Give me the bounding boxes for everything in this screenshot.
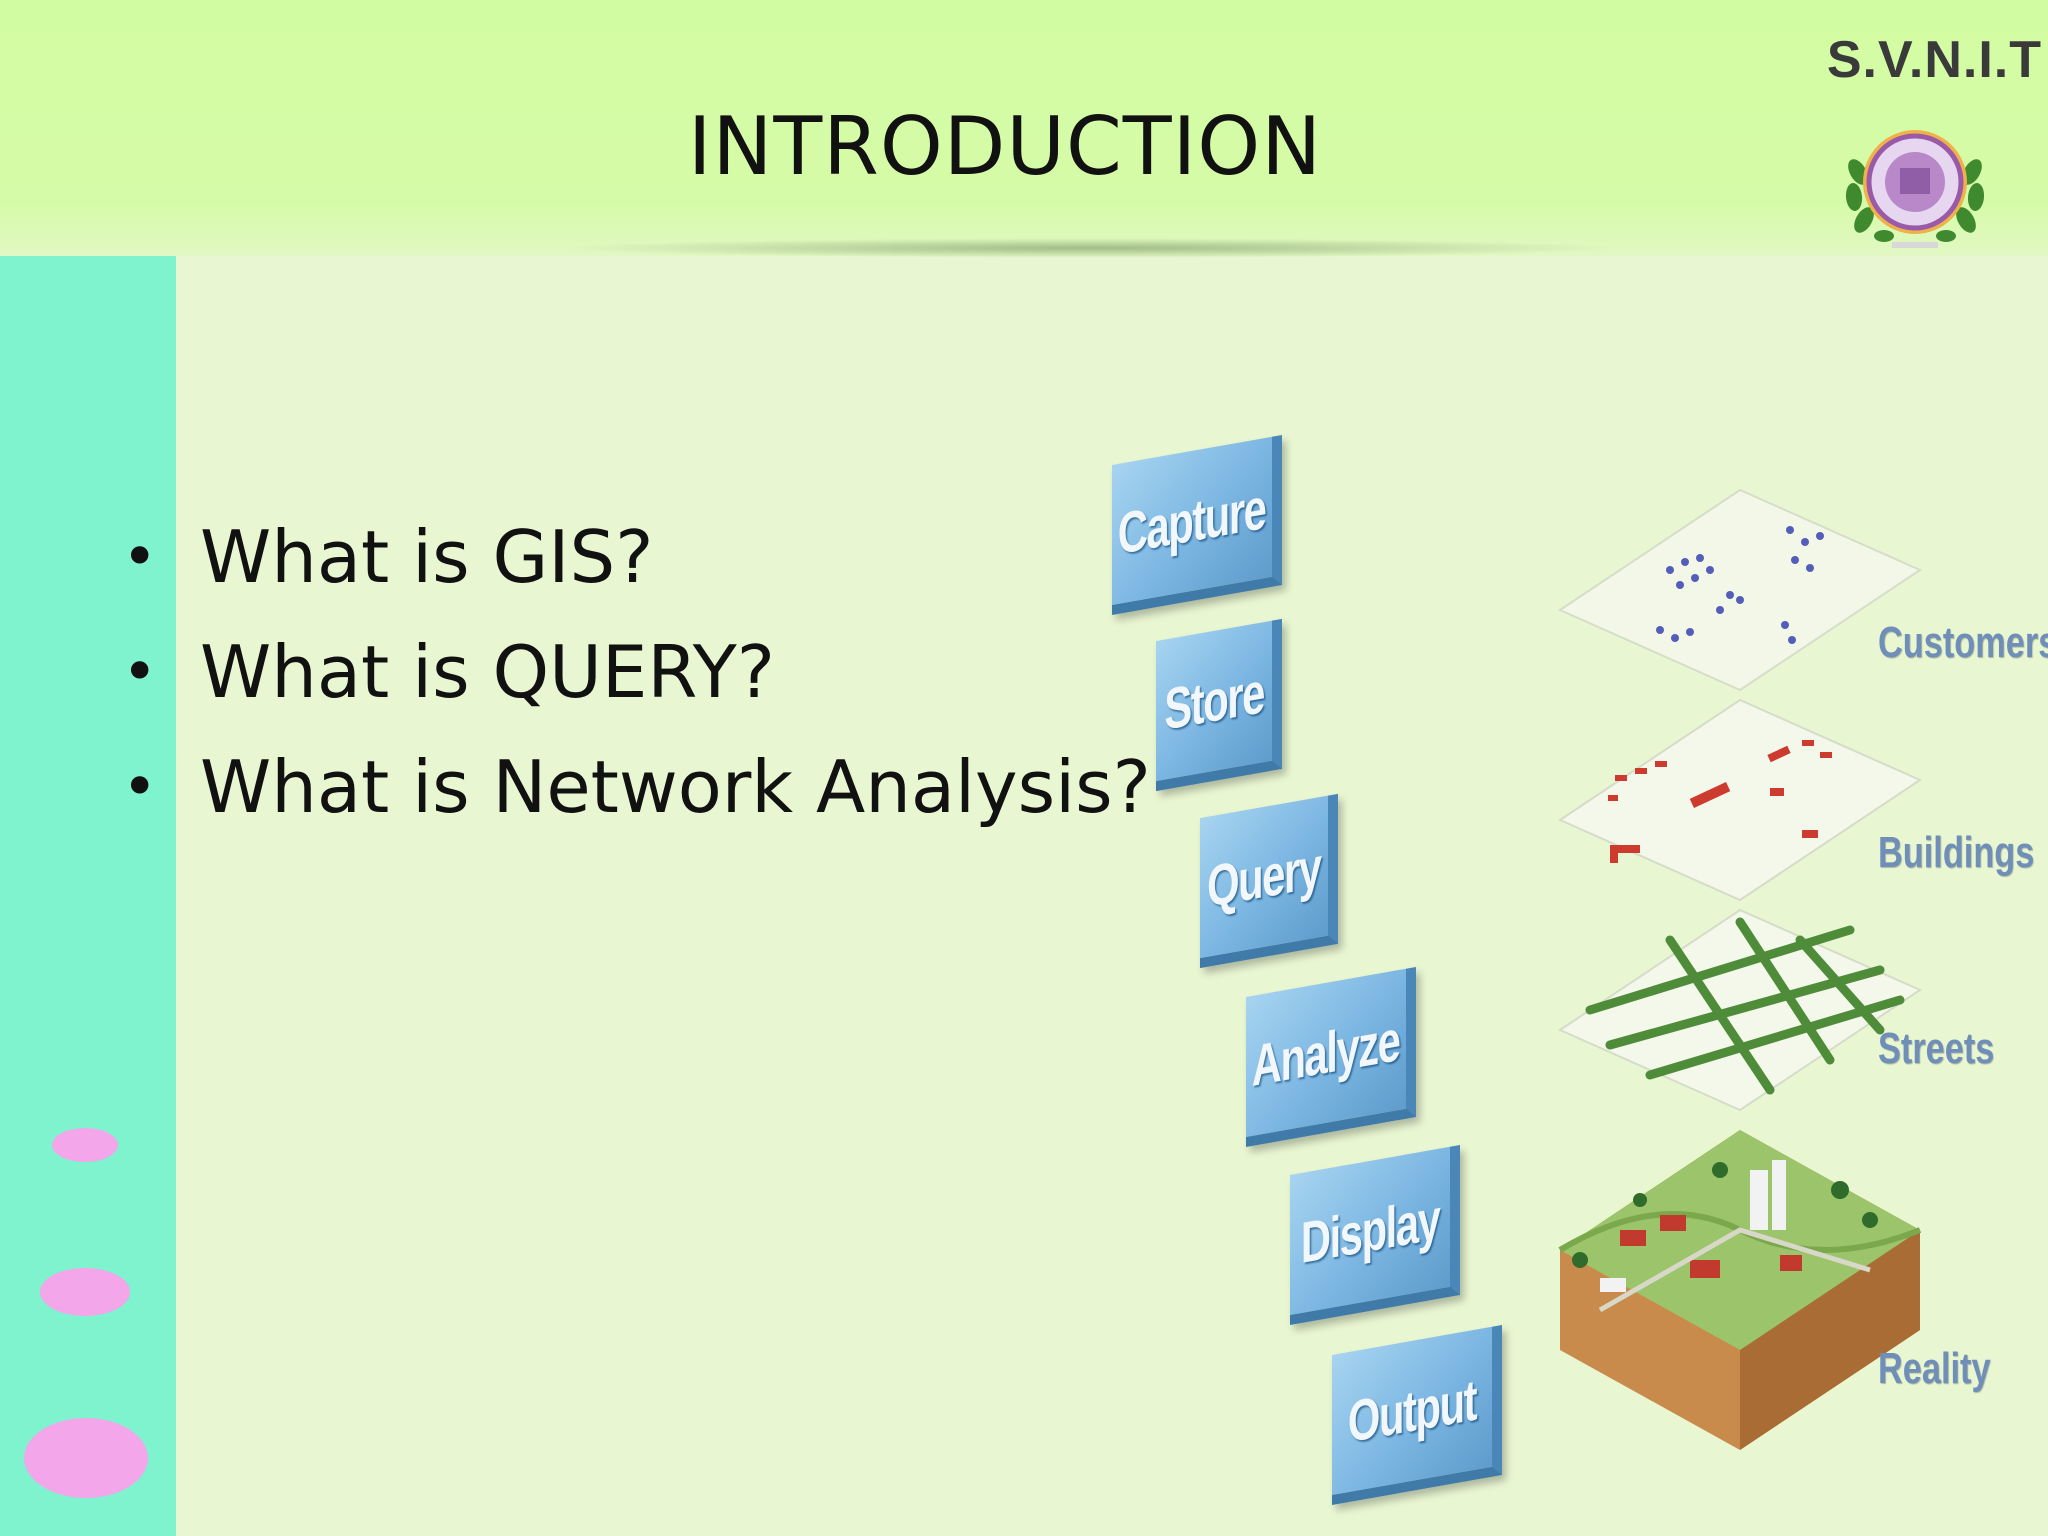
bullet-item-query: • What is QUERY? [120,615,1151,730]
step-box-capture: Capture [1112,435,1282,615]
bullet-marker: • [122,637,158,707]
bullet-marker: • [122,522,158,592]
step-box-display: Display [1290,1145,1460,1325]
org-name: S.V.N.I.T [1826,31,2042,89]
bullet-item-network-analysis: • What is Network Analysis? [120,730,1151,845]
layer-label-customers: Customers [1878,618,2048,667]
step-label: Query [1207,834,1321,920]
reality-terrain [1558,1130,1922,1450]
step-box-analyze: Analyze [1246,967,1416,1147]
step-label: Analyze [1252,1007,1400,1099]
header-band [0,0,2048,256]
step-label: Capture [1118,475,1266,567]
customers-layer [1557,488,1923,692]
bullet-text: What is GIS? [200,515,654,599]
step-box-store: Store [1156,618,1282,792]
slide-title: INTRODUCTION [687,100,1323,193]
step-label: Display [1300,1186,1440,1276]
step-label: Output [1347,1367,1477,1455]
layer-label-reality: Reality [1878,1344,1991,1393]
bullet-text: What is QUERY? [200,630,775,714]
sidebar-dot-large [24,1418,148,1498]
bullet-list: • What is GIS? • What is QUERY? • What is N… [120,500,1151,845]
gis-layers-illustration [1557,488,1923,1450]
bullet-item-gis: • What is GIS? [120,500,1151,615]
buildings-layer [1557,698,1923,902]
header-shadow [560,238,1620,258]
step-label: Store [1164,659,1264,743]
layer-label-buildings: Buildings [1878,828,2035,877]
bullet-marker: • [122,752,158,822]
bullet-text: What is Network Analysis? [200,745,1151,829]
step-box-output: Output [1332,1325,1502,1505]
streets-layer [1557,908,1923,1112]
sidebar-dot-medium [40,1268,130,1316]
layer-label-streets: Streets [1878,1024,1995,1073]
sidebar-dot-small [52,1128,118,1162]
left-sidebar [0,256,176,1536]
step-box-query: Query [1200,793,1338,969]
institute-emblem-icon [1845,130,1985,248]
